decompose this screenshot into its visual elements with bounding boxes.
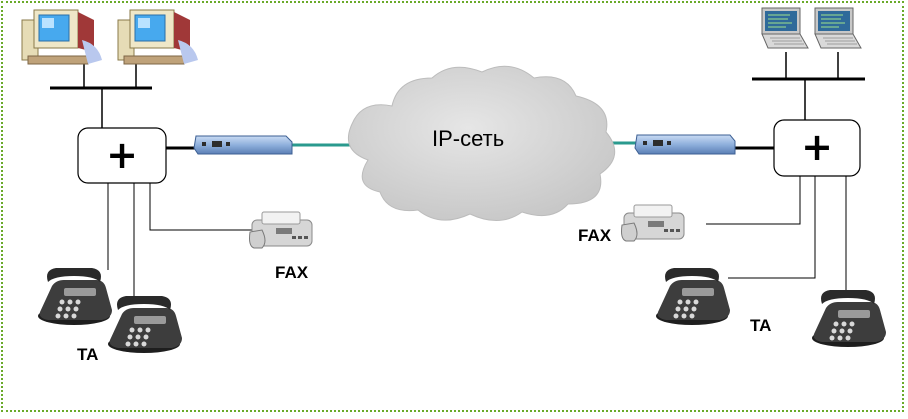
left-analog-lines [107,183,252,300]
right-fax-label: FAX [578,226,612,245]
left-pc-icon [117,9,199,65]
right-voip-gateway [634,134,736,155]
right-laptop-icon [814,7,862,49]
right-fax-icon [621,204,685,242]
right-phone-icon [812,290,886,347]
left-phone-icon [38,268,112,325]
left-fax-label: FAX [275,263,309,282]
left-phone-icon [108,296,182,353]
left-pbx-box [77,127,167,184]
ip-cloud-label: IP-сеть [432,126,505,151]
right-phone-icon [656,268,730,325]
right-analog-lines [706,176,847,292]
left-voip-gateway [193,135,293,155]
left-lan-bus [50,60,152,128]
left-phones-label: TA [77,345,99,364]
right-phones-label: TA [750,316,772,335]
left-fax-icon [249,211,313,249]
ip-cloud [348,65,616,221]
right-lan-bus [752,52,865,120]
left-pbx-plus: + [106,133,138,177]
right-laptop-icon [761,7,809,49]
left-pc-icon [21,9,103,65]
diagram-border [1,1,904,412]
right-pbx-plus: + [801,125,833,169]
